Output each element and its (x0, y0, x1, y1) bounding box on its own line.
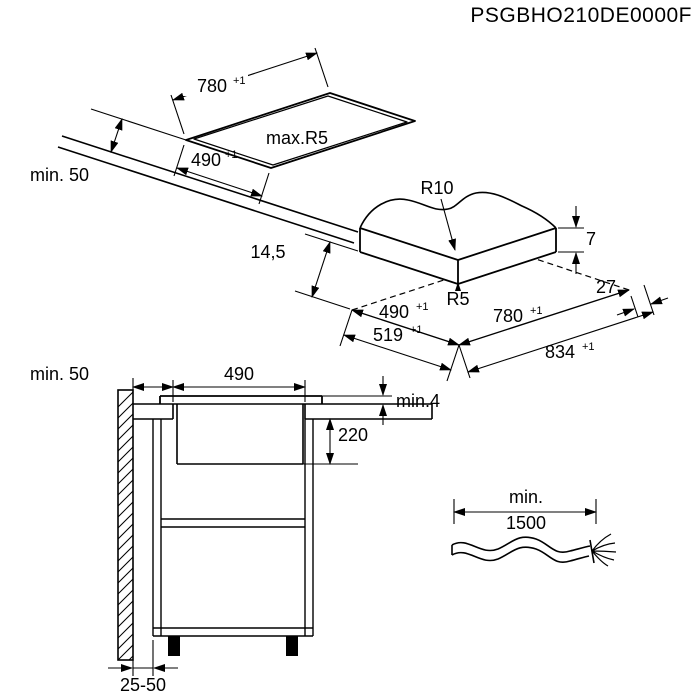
body-width-dimension (458, 289, 630, 346)
glass-radius-label: R10 (420, 178, 453, 198)
overall-depth-label: 519 (373, 325, 403, 345)
recess-depth-label: 220 (338, 425, 368, 445)
cutout-outline-inner (193, 95, 408, 166)
overhang-ticks (294, 233, 359, 310)
overall-width-extension (458, 344, 471, 379)
min50-dimension-arrow (110, 118, 123, 153)
glass-radius-leader (440, 198, 456, 251)
cutout-diagram: min. 50 780 +1 490 +1 max.R5 (30, 47, 416, 244)
cable-length-label: 1500 (506, 513, 546, 533)
body-width-tolerance: +1 (530, 305, 543, 317)
side-overhang-ticks (630, 284, 655, 318)
overall-depth-extensions (339, 309, 460, 382)
body-width-label: 780 (493, 306, 523, 326)
side-overhang-label: 27 (596, 277, 616, 297)
cable-wire-ends (591, 533, 617, 567)
worktop-section (133, 403, 433, 420)
label-mask (184, 72, 248, 96)
front-overhang-label: 14,5 (250, 242, 285, 262)
drawing-number: PSGBHO210DE0000F (470, 4, 692, 27)
cable-body (451, 536, 591, 563)
break-line-wavy (359, 191, 557, 229)
hob-diagram: R10 7 14,5 490 +1 780 +1 R5 27 519 +1 (250, 178, 669, 382)
overall-depth-tolerance: +1 (410, 324, 423, 336)
cutout-width-tolerance: +1 (233, 75, 246, 87)
overall-depth-dimension (343, 334, 452, 371)
cabinet-leg-left (168, 636, 180, 656)
overall-width-dimension (467, 311, 654, 373)
glass-slab-edges (359, 227, 557, 285)
body-hidden-edges (351, 258, 630, 311)
cutout-radius-label: max.R5 (266, 128, 328, 148)
rear-gap-extensions (132, 640, 154, 676)
wall-hatching (118, 391, 133, 660)
cable-diagram: min. 1500 (451, 487, 617, 567)
section-cutout-depth-label: 490 (224, 364, 254, 384)
body-depth-tolerance: +1 (416, 301, 429, 313)
rear-gap-label: 25-50 (120, 675, 166, 695)
side-overhang-arrow-right (650, 296, 669, 305)
depth-dimension-line (176, 167, 263, 197)
body-radius-arrow (455, 282, 461, 291)
cutout-edge-extension (90, 108, 187, 141)
glass-height-label: min.4 (396, 391, 440, 411)
depth-extension-lines (173, 144, 270, 205)
cutout-depth-tolerance: +1 (225, 149, 238, 161)
thickness-ticks (558, 227, 584, 253)
overall-width-label: 834 (545, 342, 575, 362)
side-overhang-arrow-left (616, 308, 635, 317)
wall-clearance-label: min. 50 (30, 364, 89, 384)
section-diagram: min. 50 490 min.4 220 25-50 (30, 364, 440, 695)
cabinet-leg-right (286, 636, 298, 656)
body-radius-label: R5 (446, 289, 469, 309)
cutout-width-label: 780 (197, 76, 227, 96)
cutout-outline-outer (185, 92, 416, 169)
overhang-dimension-arrow (311, 241, 331, 298)
cutout-depth-label: 490 (191, 150, 221, 170)
cable-min-label: min. (509, 487, 543, 507)
hob-glass-section (159, 395, 323, 404)
wall-outline (117, 389, 134, 661)
body-depth-label: 490 (379, 302, 409, 322)
cutout-edge-clearance-label: min. 50 (30, 165, 89, 185)
glass-thickness-label: 7 (586, 229, 596, 249)
hob-box-section (176, 404, 304, 465)
overall-width-tolerance: +1 (582, 341, 595, 353)
section-extension-lines (132, 378, 306, 402)
cabinet-section (152, 419, 314, 637)
